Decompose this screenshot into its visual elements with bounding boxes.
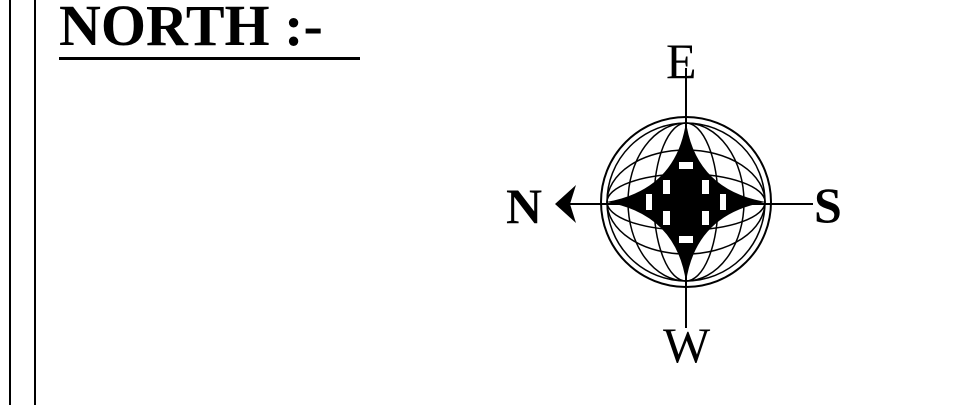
page-title: NORTH :- [59, 0, 323, 58]
compass-label-left: N [506, 178, 543, 234]
title-underline [59, 57, 360, 60]
north-arrowhead [555, 185, 576, 223]
compass-label-bottom: W [663, 317, 711, 373]
grid-window [702, 211, 709, 225]
page-border-inner [34, 0, 36, 405]
globe-outer-ring [600, 116, 772, 288]
grid-window [702, 180, 709, 194]
grid-window [663, 180, 670, 194]
grid-window [663, 211, 670, 225]
grid-window [679, 236, 693, 243]
globe-compass-rose-icon [555, 68, 813, 328]
compass-label-right: S [814, 177, 842, 233]
grid-window [679, 162, 693, 169]
compass-star [606, 122, 766, 282]
page-border-left [9, 0, 11, 405]
grid-window [720, 194, 726, 210]
compass-diagram: E W N S [480, 20, 880, 390]
compass-label-top: E [666, 33, 697, 89]
grid-window [646, 194, 652, 210]
